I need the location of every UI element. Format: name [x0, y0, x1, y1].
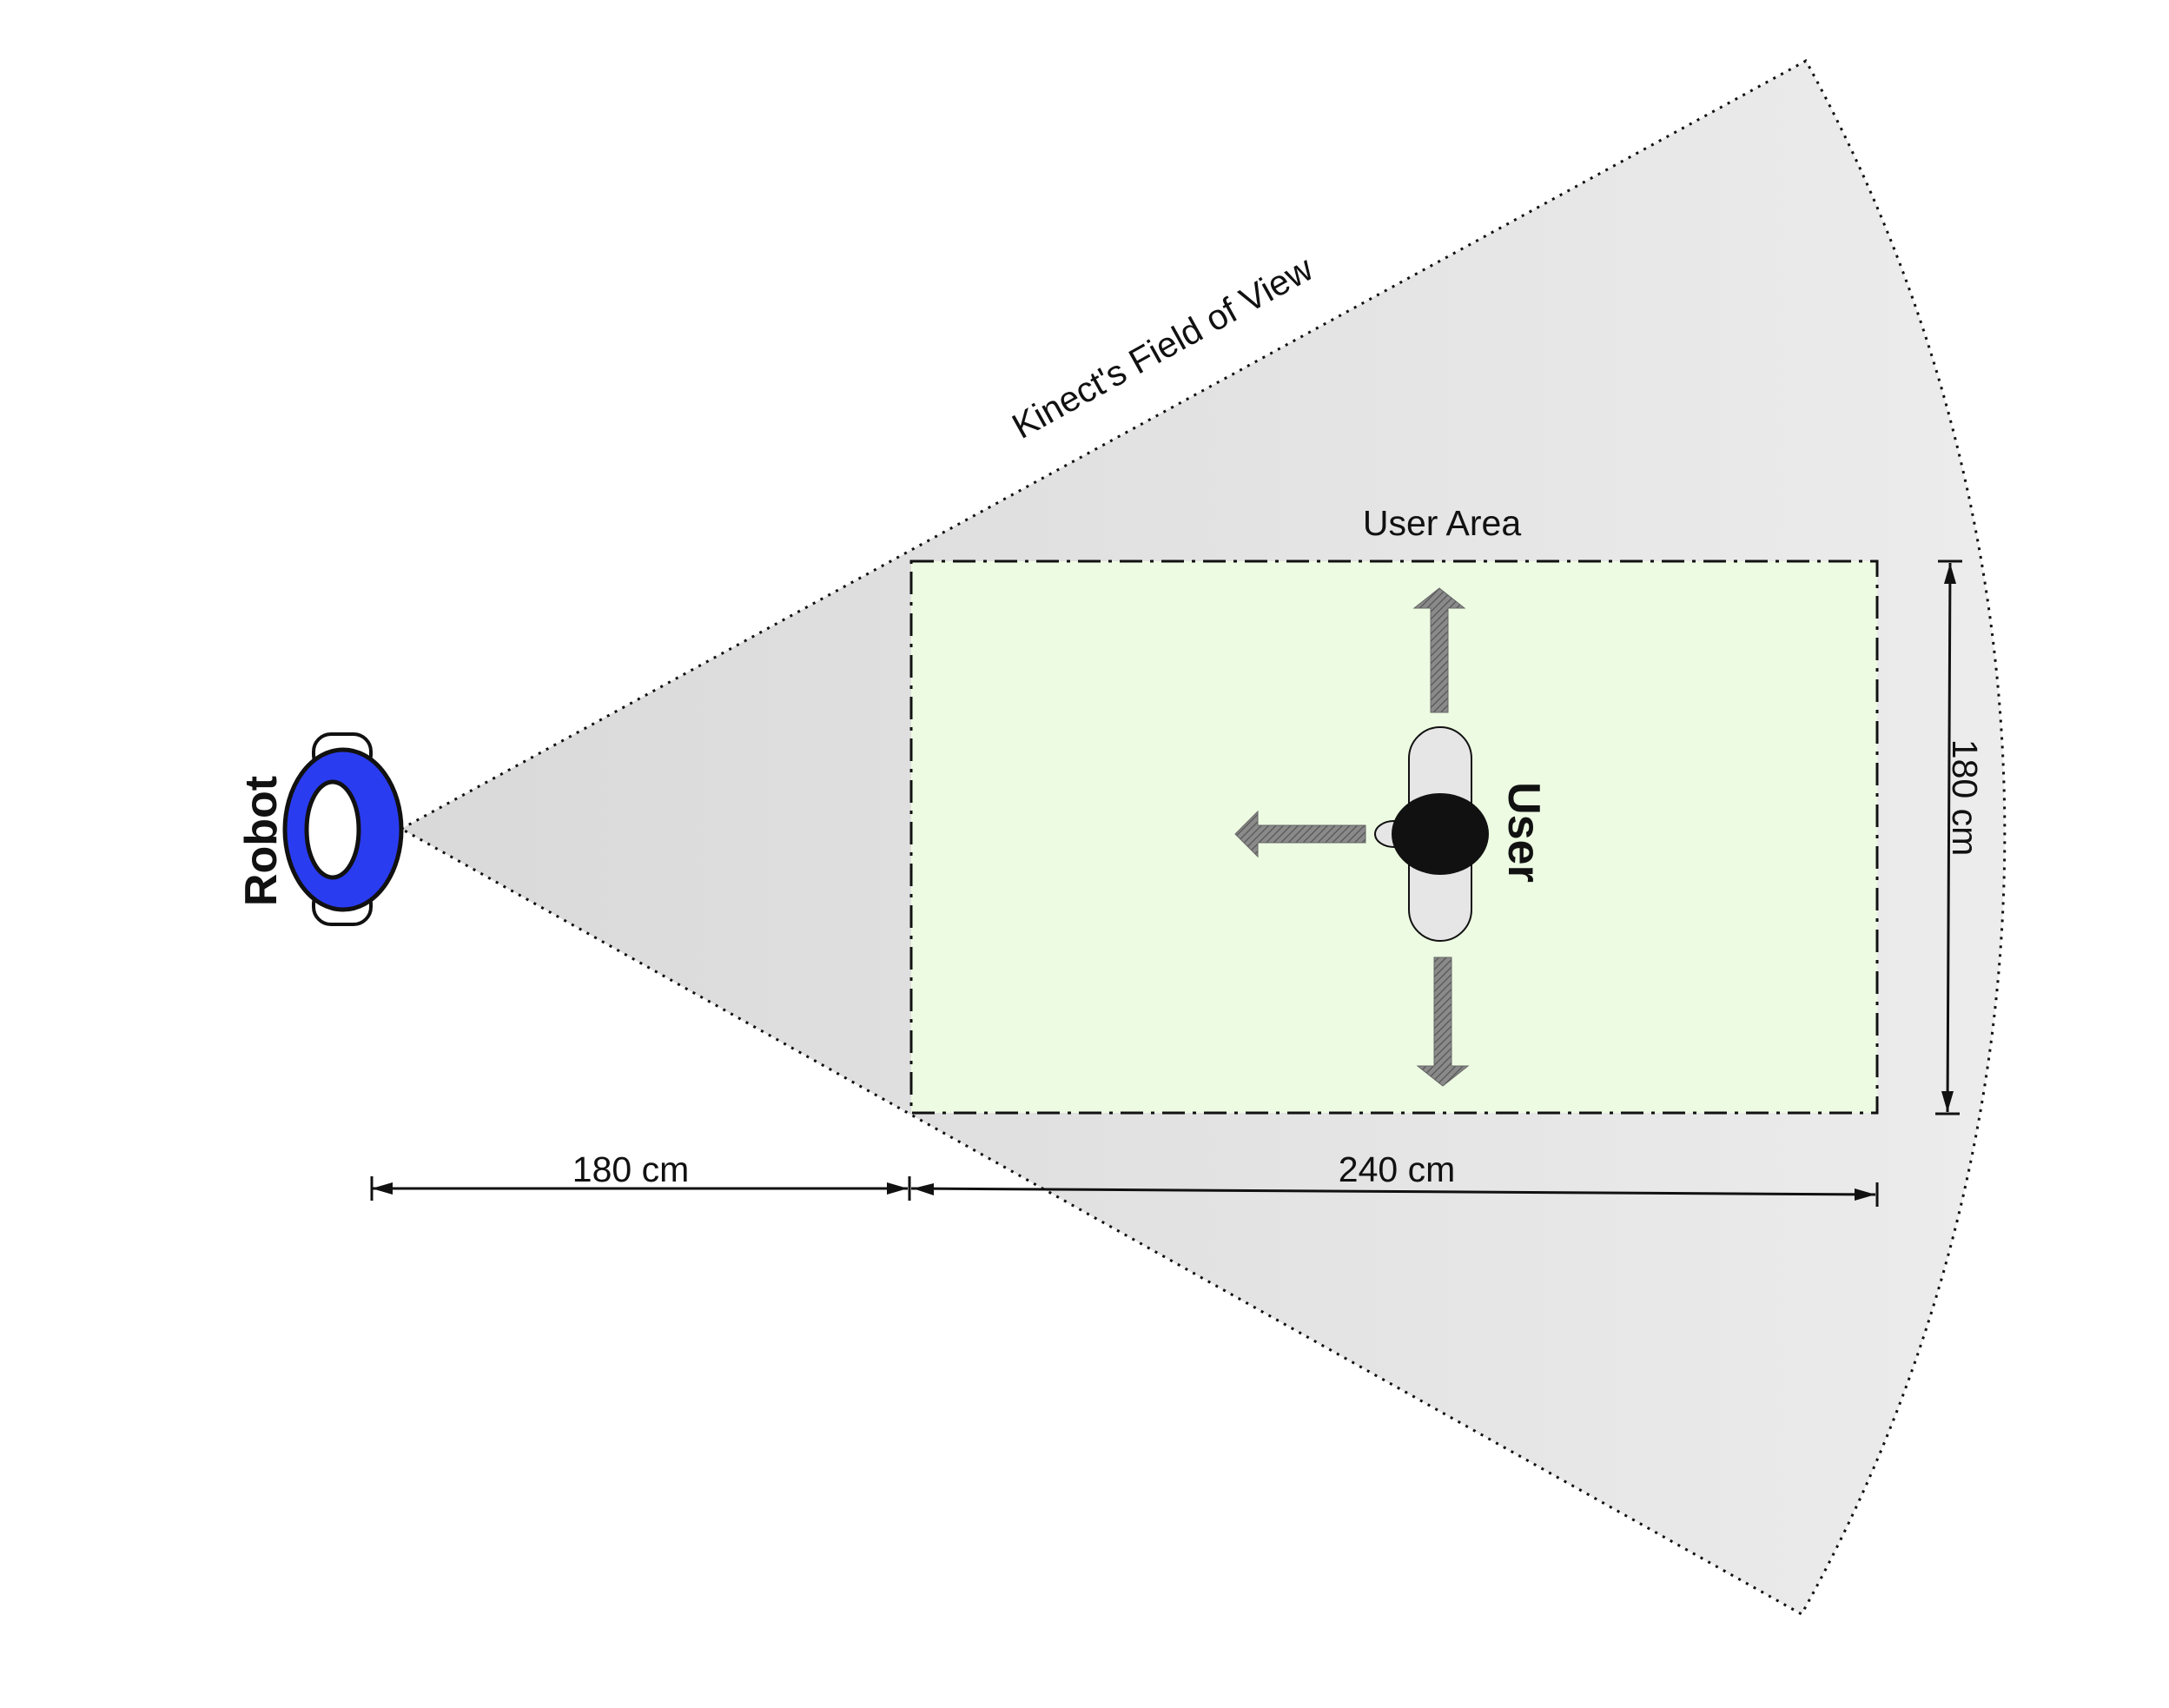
arrow-left-icon [1234, 810, 1366, 858]
robot-label: Robot [236, 776, 287, 906]
dimension-label-robot-to-area: 180 cm [572, 1149, 689, 1189]
arrow-down-icon [1416, 957, 1470, 1087]
dimension-area-depth [910, 1182, 1879, 1207]
dimension-label-area-width: 180 cm [1945, 739, 1985, 856]
arrow-up-icon [1412, 587, 1466, 713]
dimension-label-area-depth: 240 cm [1339, 1149, 1455, 1189]
person-topview-icon [1374, 726, 1489, 942]
user-label: User [1498, 782, 1549, 883]
user-area-label: User Area [1363, 503, 1521, 543]
dimension-robot-to-area [370, 1176, 911, 1201]
dimension-area-width [1935, 559, 1962, 1115]
robot-topview-icon [282, 732, 404, 926]
